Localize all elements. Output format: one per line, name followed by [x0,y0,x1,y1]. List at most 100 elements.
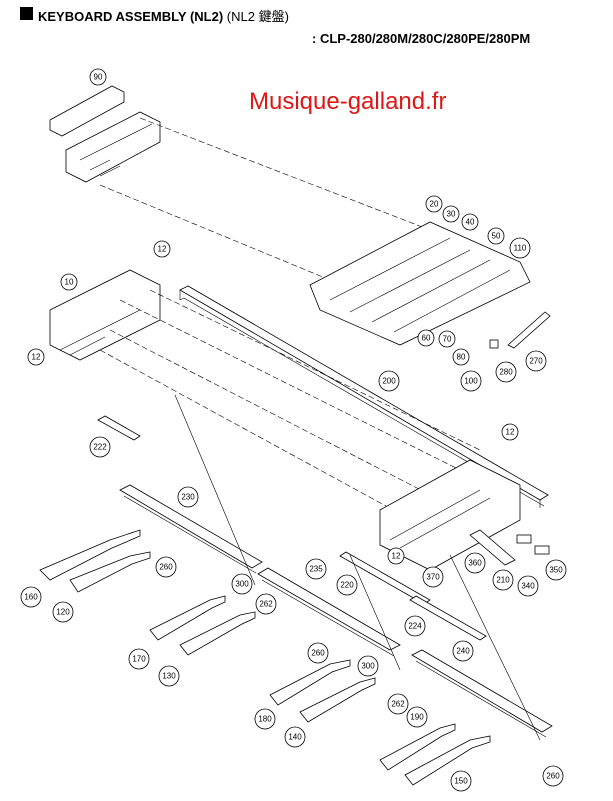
callout-number: 270 [529,357,543,366]
callout-number: 190 [410,713,424,722]
callout-235: 235 [305,558,327,580]
callout-number: 235 [309,565,323,574]
callout-number: 260 [546,772,560,781]
callout-300: 300 [357,655,379,677]
callout-number: 90 [94,73,103,82]
callout-number: 110 [514,244,527,253]
bracket-235-drawing [257,567,401,657]
callout-number: 340 [521,582,535,591]
callout-260: 260 [155,556,177,578]
callout-210: 210 [492,569,514,591]
callout-number: 12 [392,552,401,561]
callout-160: 160 [20,586,42,608]
callout-120: 120 [52,601,74,623]
callout-140: 140 [284,726,306,748]
callout-200: 200 [378,370,400,392]
callout-370: 370 [422,566,444,588]
callout-40: 40 [461,213,479,231]
callout-number: 130 [162,672,176,681]
callout-number: 160 [24,593,38,602]
title-jp-text: (NL2 鍵盤) [226,9,289,24]
bracket-240-drawing [411,649,553,738]
callout-270: 270 [525,350,547,372]
callout-number: 170 [132,655,146,664]
callout-240: 240 [452,640,474,662]
callout-90: 90 [89,68,107,86]
callout-340: 340 [517,575,539,597]
callout-224: 224 [404,615,426,637]
callout-number: 120 [56,608,70,617]
callout-150: 150 [450,770,472,792]
callout-number: 30 [447,210,456,219]
callout-number: 20 [430,200,439,209]
left-frame-drawing [49,269,161,361]
callout-30: 30 [442,205,460,223]
callout-number: 220 [340,581,354,590]
callout-230: 230 [177,486,199,508]
diagram-title: KEYBOARD ASSEMBLY (NL2) (NL2 鍵盤) [38,6,289,25]
callout-100: 100 [460,370,482,392]
callout-170: 170 [128,648,150,670]
callout-10: 10 [60,273,78,291]
callout-262: 262 [387,693,409,715]
callout-number: 260 [311,649,325,658]
callout-number: 210 [496,576,510,585]
callout-12: 12 [153,240,171,258]
callout-280: 280 [495,361,517,383]
callout-number: 370 [426,573,440,582]
model-list: : CLP-280/280M/280C/280PE/280PM [312,31,531,46]
callout-number: 150 [454,777,468,786]
callout-number: 360 [468,559,482,568]
callout-130: 130 [158,665,180,687]
bracket-230-drawing [119,484,263,574]
callout-number: 350 [549,566,563,575]
callout-12: 12 [387,547,405,565]
callout-number: 230 [181,493,195,502]
watermark: Musique-galland.fr [249,88,447,115]
callout-number: 60 [422,334,431,343]
callout-180: 180 [254,708,276,730]
callout-number: 10 [65,278,74,287]
callout-number: 262 [391,700,405,709]
callout-number: 12 [506,428,515,437]
title-square-icon [20,7,33,20]
callout-number: 240 [456,647,470,656]
callout-number: 260 [159,563,173,572]
callout-12: 12 [501,423,519,441]
callout-number: 140 [288,733,302,742]
right-frame-drawing [379,459,521,571]
callout-number: 12 [158,245,167,254]
callout-number: 280 [499,368,513,377]
callout-360: 360 [464,552,486,574]
keys-drawing [309,221,531,346]
callout-number: 70 [443,335,452,344]
callout-300: 300 [231,573,253,595]
title-text: KEYBOARD ASSEMBLY (NL2) [38,9,224,24]
key-90-drawing [49,85,161,183]
callout-60: 60 [417,329,435,347]
callout-12: 12 [27,348,45,366]
callout-number: 200 [382,377,396,386]
callout-20: 20 [425,195,443,213]
callout-number: 40 [466,218,475,227]
callout-80: 80 [452,348,470,366]
hammers-drawing [39,529,491,786]
callout-number: 222 [93,443,107,452]
callout-260: 260 [307,642,329,664]
callout-number: 300 [361,662,375,671]
callout-number: 180 [258,715,272,724]
callout-70: 70 [438,330,456,348]
callout-50: 50 [487,227,505,245]
callout-number: 80 [457,353,466,362]
callout-222: 222 [89,436,111,458]
callout-220: 220 [336,574,358,596]
callout-262: 262 [255,593,277,615]
callout-number: 224 [408,622,422,631]
callout-260: 260 [542,765,564,787]
callout-number: 100 [464,377,478,386]
callout-labels: 90 20 30 40 50 110 12 10 12 60 70 80 100 280 270 200 12 2… [20,68,567,792]
callout-number: 12 [32,353,41,362]
callout-number: 50 [492,232,501,241]
